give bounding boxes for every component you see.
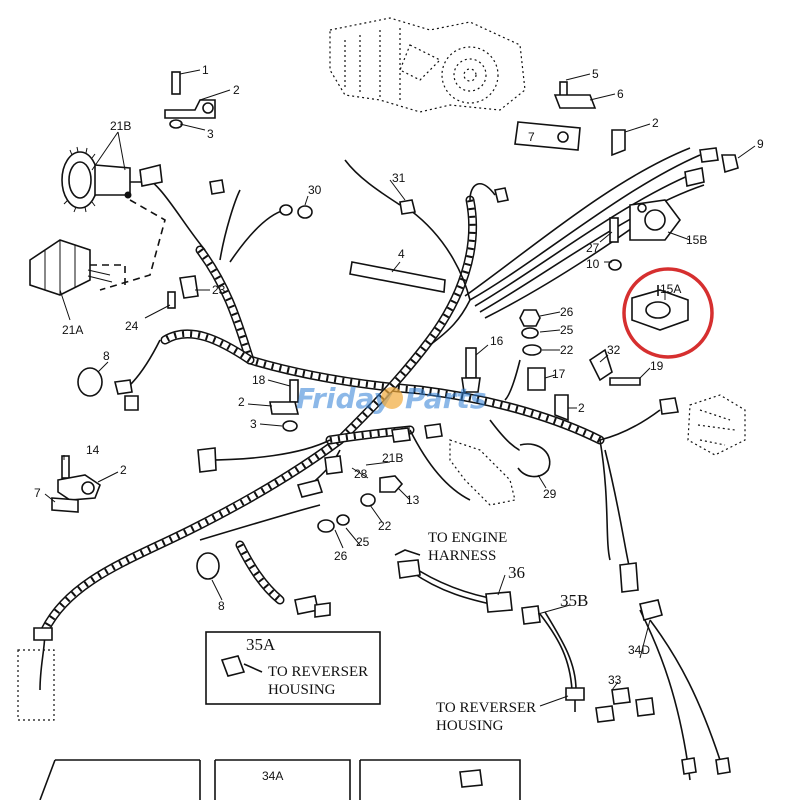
bottom-boxes: [39, 759, 521, 800]
part-34d-33: [595, 599, 731, 775]
callout-labels: 1 2 3 5 6 7 2 9 21B 31 30 4 27 15B 10 23…: [34, 63, 764, 783]
engine-outline: [329, 17, 526, 113]
callout-30: 30: [308, 183, 322, 197]
connector-dotted-right: [659, 394, 746, 456]
harness-wires: [39, 147, 721, 781]
callout-24: 24: [125, 319, 139, 333]
part-35b-sensor: [521, 605, 585, 712]
callout-22: 22: [378, 519, 392, 533]
leader-lines: [44, 69, 756, 707]
note-reverser-a-l1: TO REVERSER: [268, 664, 368, 680]
clip-part-1-2-3: [164, 71, 216, 129]
watermark: Friday Parts: [296, 382, 486, 415]
callout-26: 26: [560, 305, 574, 319]
callout-34a: 34A: [262, 769, 283, 783]
callout-25: 25: [560, 323, 574, 337]
callout-23: 23: [212, 283, 226, 297]
part-21b-sensor: [61, 146, 160, 213]
callout-25: 25: [356, 535, 370, 549]
callout-26: 26: [334, 549, 348, 563]
main-harness: [40, 195, 605, 635]
clip-part-5-6-7: [514, 81, 739, 174]
note-engine-harness-l1: TO ENGINE: [428, 530, 507, 546]
misc-small-parts: [139, 147, 719, 618]
callout-17: 17: [552, 367, 566, 381]
parts-left-middle: [77, 367, 300, 432]
svg-text:Parts: Parts: [405, 382, 486, 415]
clip-part-14-2-7: [51, 455, 101, 513]
callout-36: 36: [508, 563, 525, 582]
notes: TO ENGINE HARNESS TO REVERSER HOUSING TO…: [268, 530, 536, 734]
callout-21b: 21B: [382, 451, 403, 465]
callout-2: 2: [233, 83, 240, 97]
callout-18: 18: [252, 373, 266, 387]
note-reverser-b-l1: TO REVERSER: [436, 700, 536, 716]
parts-center-lower: [196, 439, 551, 580]
callout-28: 28: [354, 467, 368, 481]
callout-22: 22: [560, 343, 574, 357]
callout-33: 33: [608, 673, 622, 687]
callout-7: 7: [34, 486, 41, 500]
note-engine-harness-l2: HARNESS: [428, 548, 496, 564]
note-reverser-b-l2: HOUSING: [436, 718, 504, 734]
callout-8: 8: [103, 349, 110, 363]
svg-text:Friday: Friday: [296, 382, 394, 415]
callout-3: 3: [207, 127, 214, 141]
callout-2: 2: [652, 116, 659, 130]
callout-15b: 15B: [686, 233, 707, 247]
callout-6: 6: [617, 87, 624, 101]
part-15a-sensor: [622, 267, 714, 359]
box-35a: [205, 631, 381, 705]
callout-4: 4: [398, 247, 405, 261]
callout-1: 1: [202, 63, 209, 77]
callout-34d: 34D: [628, 643, 650, 657]
parts-center-right: [461, 309, 641, 422]
part-21a-connector: [29, 199, 166, 296]
callout-8: 8: [218, 599, 225, 613]
watermark-logo-icon: [381, 387, 403, 409]
callout-10: 10: [586, 257, 600, 271]
callout-21a: 21A: [62, 323, 83, 337]
callout-15a: 15A: [660, 282, 681, 296]
callout-9: 9: [757, 137, 764, 151]
callout-2: 2: [578, 401, 585, 415]
callout-5: 5: [592, 67, 599, 81]
part-15b-switch: [608, 199, 681, 271]
part-36-connector: [394, 549, 513, 613]
callout-31: 31: [392, 171, 406, 185]
note-reverser-a-l2: HOUSING: [268, 682, 336, 698]
callout-7: 7: [528, 130, 535, 144]
highlight-circle: [622, 267, 714, 359]
callout-29: 29: [543, 487, 557, 501]
callout-16: 16: [490, 334, 504, 348]
callout-27: 27: [586, 241, 600, 255]
connector-left-bottom: [17, 627, 55, 721]
callout-2: 2: [238, 395, 245, 409]
callout-13: 13: [406, 493, 420, 507]
callout-35a: 35A: [246, 635, 276, 654]
callout-19: 19: [650, 359, 664, 373]
callout-3: 3: [250, 417, 257, 431]
callout-14: 14: [86, 443, 100, 457]
callout-2: 2: [120, 463, 127, 477]
callout-32: 32: [607, 343, 621, 357]
callout-35b: 35B: [560, 591, 588, 610]
callout-21b: 21B: [110, 119, 131, 133]
